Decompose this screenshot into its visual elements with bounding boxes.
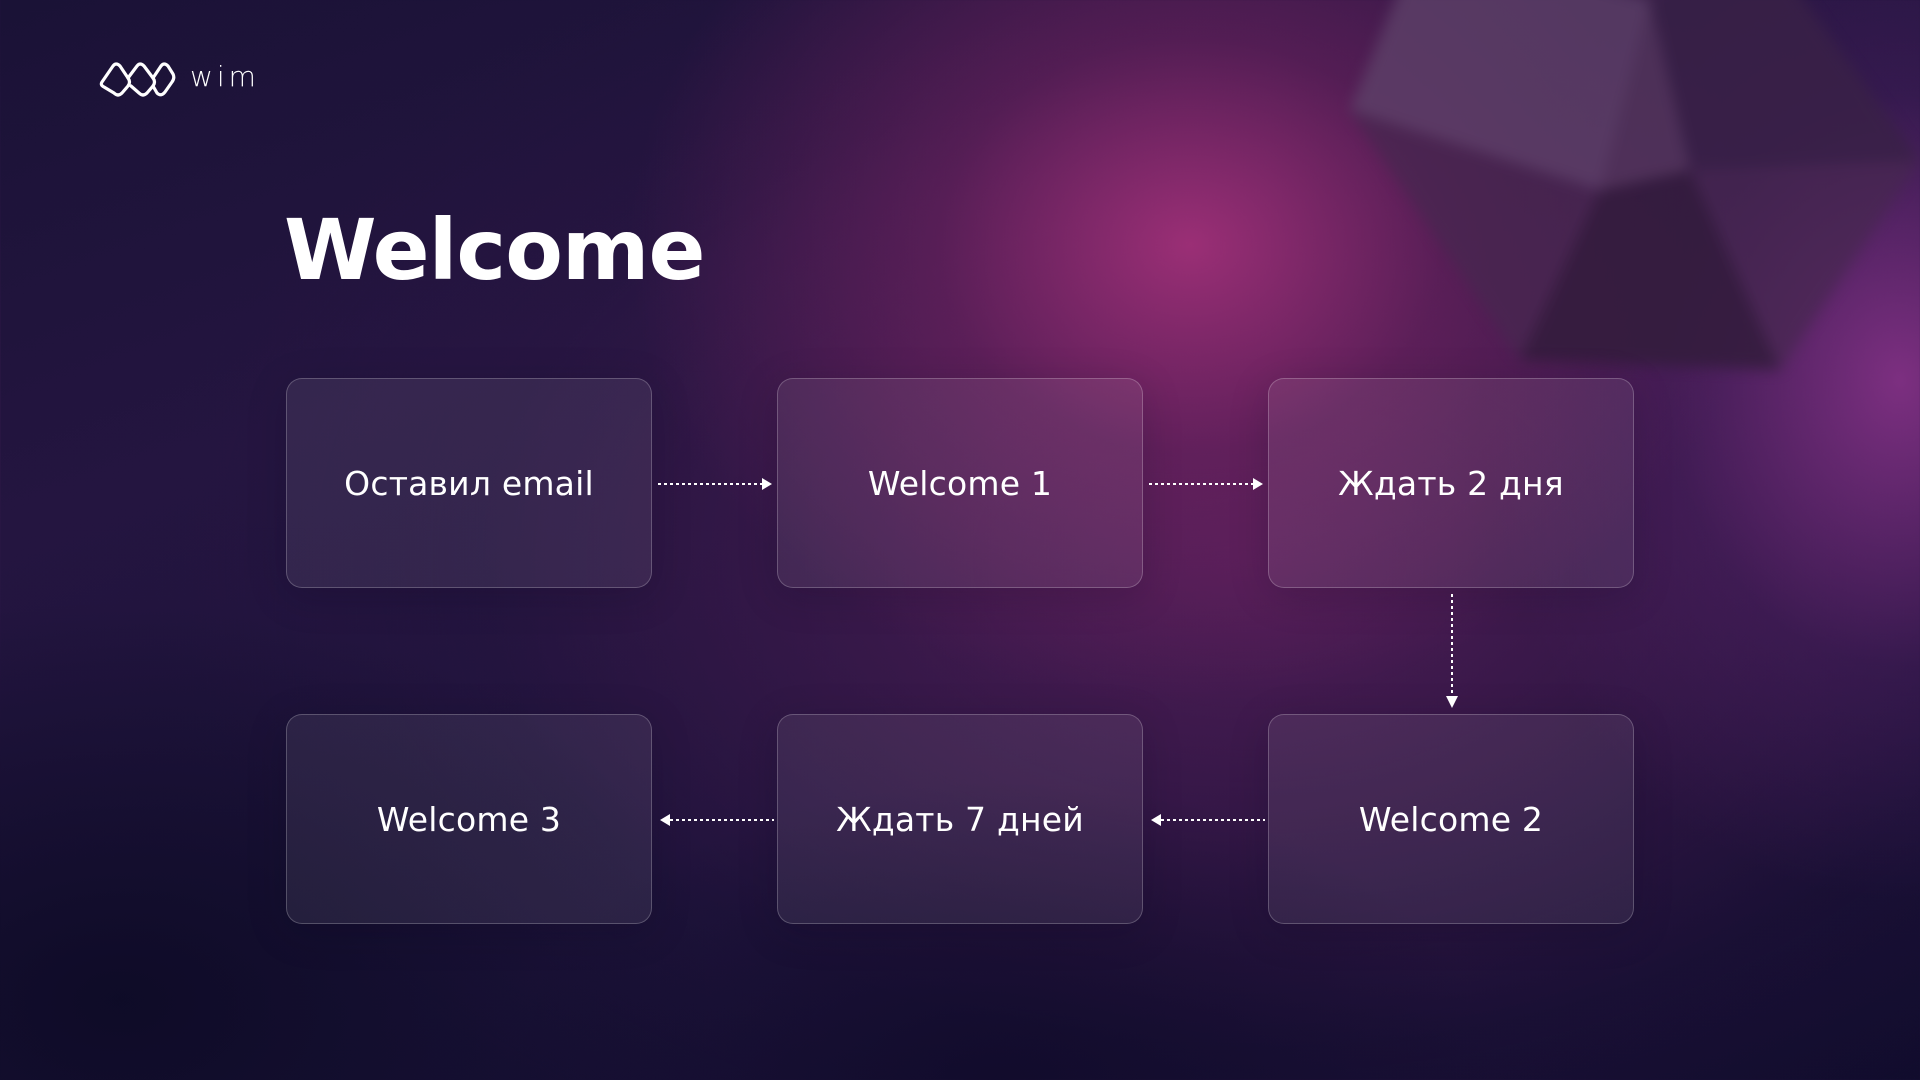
flow-node-wait-7-days: Ждать 7 дней (777, 714, 1143, 924)
flow-node-label: Оставил email (344, 463, 594, 503)
flow-node-label: Welcome 2 (1358, 799, 1544, 839)
flow-node-welcome-1: Welcome 1 (777, 378, 1143, 588)
wim-logo-icon (99, 62, 176, 97)
logo-wordmark: wim (190, 59, 260, 93)
brand-logo: wim (98, 58, 260, 98)
flow-node-label: Welcome 3 (376, 799, 562, 839)
arrow-wait-2-days-to-welcome-2 (1446, 594, 1458, 708)
arrow-wait-7-days-to-welcome-3 (660, 814, 774, 826)
decorative-polyhedron (1350, 0, 1920, 370)
slide-title: Welcome (284, 201, 705, 299)
flow-node-left-email: Оставил email (286, 378, 652, 588)
flow-node-label: Ждать 7 дней (836, 799, 1084, 839)
flow-node-welcome-3: Welcome 3 (286, 714, 652, 924)
arrow-email-to-welcome-1 (658, 478, 772, 490)
arrow-welcome-1-to-wait-2-days (1149, 478, 1263, 490)
flow-node-label: Welcome 1 (867, 463, 1053, 503)
arrow-welcome-2-to-wait-7-days (1151, 814, 1265, 826)
flow-node-welcome-2: Welcome 2 (1268, 714, 1634, 924)
flow-node-label: Ждать 2 дня (1338, 463, 1564, 503)
flow-node-wait-2-days: Ждать 2 дня (1268, 378, 1634, 588)
